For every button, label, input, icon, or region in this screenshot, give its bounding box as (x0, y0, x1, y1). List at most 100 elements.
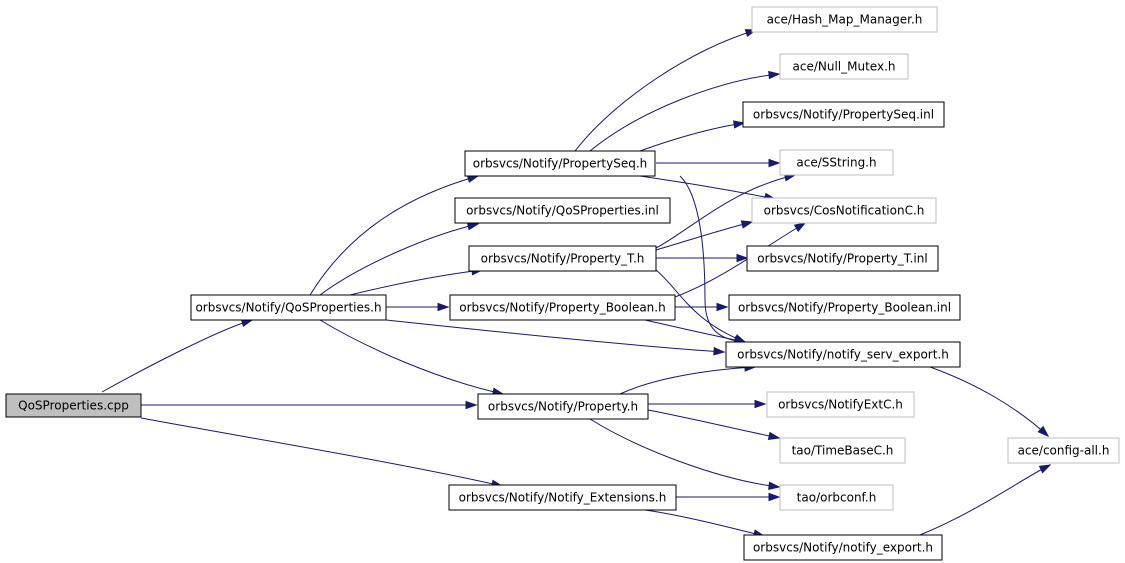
node-propbool-inl[interactable]: orbsvcs/Notify/Property_Boolean.inl (728, 294, 961, 321)
node-hashmap-h: ace/Hash_Map_Manager.h (751, 6, 938, 33)
edge-prop_h-to-notifyextc_h (647, 399, 767, 409)
node-propbool-h[interactable]: orbsvcs/Notify/Property_Boolean.h (449, 294, 676, 321)
edge-line (679, 175, 746, 343)
node-label: orbsvcs/Notify/Property_T.inl (757, 252, 927, 266)
edge-arrowhead (437, 302, 450, 312)
edge-prop_h-to-servexport_h (619, 363, 757, 395)
node-label: orbsvcs/Notify/notify_export.h (753, 541, 933, 555)
node-root[interactable]: QoSProperties.cpp (5, 393, 142, 418)
edge-line (644, 319, 746, 343)
edge-notifyexport_h-to-configall_h (919, 464, 1052, 536)
node-orbconf-h: tao/orbconf.h (779, 484, 894, 511)
node-box (5, 393, 142, 418)
node-prop-h[interactable]: orbsvcs/Notify/Property.h (477, 393, 649, 420)
node-box (742, 101, 945, 128)
node-box (779, 149, 894, 176)
edge-notifyext_h-to-notifyexport_h (644, 509, 766, 538)
edge-arrowhead (754, 399, 767, 409)
node-qosprops-inl[interactable]: orbsvcs/Notify/QoSProperties.inl (454, 197, 671, 224)
edge-arrowhead (466, 222, 480, 231)
edge-arrowhead (733, 120, 746, 129)
node-label: orbsvcs/NotifyExtC.h (778, 398, 903, 412)
node-box (779, 437, 906, 464)
node-box (449, 294, 676, 321)
edge-arrowhead (767, 431, 781, 440)
node-box (779, 484, 894, 511)
edge-arrowhead (768, 70, 781, 80)
node-box (725, 341, 961, 368)
node-box (468, 245, 657, 272)
edge-propT_h-to-propT_inl (655, 253, 749, 263)
node-configall-h: ace/config-all.h (1007, 437, 1120, 464)
edge-arrowhead (1037, 425, 1050, 438)
edge-line (319, 223, 479, 296)
node-label: tao/orbconf.h (797, 491, 877, 505)
node-servexport-h[interactable]: orbsvcs/Notify/notify_serv_export.h (725, 341, 961, 368)
edge-propbool_h-to-propbool_inl (674, 302, 729, 312)
edge-line (644, 509, 765, 537)
edge-prop_h-to-timebase_h (647, 409, 781, 440)
edge-line (589, 418, 780, 488)
node-label: orbsvcs/Notify/Property_Boolean.inl (738, 301, 951, 315)
edge-line (929, 366, 1049, 437)
edge-propT_h-to-cosnotif_h (655, 220, 754, 251)
edge-line (619, 366, 756, 395)
edge-line (639, 122, 745, 152)
edge-arrowhead (716, 302, 729, 312)
node-timebase-h: tao/TimeBaseC.h (779, 437, 906, 464)
edge-propseq_h-to-sstring_h (656, 158, 781, 168)
edge-line (319, 319, 504, 395)
edge-line (674, 222, 806, 298)
edge-line (647, 409, 780, 439)
edge-servexport_h-to-configall_h (929, 366, 1050, 438)
node-box (448, 484, 677, 511)
edge-propseq_h-to-hashmap_h (574, 29, 758, 152)
node-propT-inl[interactable]: orbsvcs/Notify/Property_T.inl (746, 245, 939, 272)
edge-arrowhead (1038, 464, 1052, 474)
edge-arrowhead (736, 253, 749, 263)
node-box (751, 6, 938, 33)
node-propT-h[interactable]: orbsvcs/Notify/Property_T.h (468, 245, 657, 272)
edge-propseq_h-to-nullmutex_h (589, 70, 781, 152)
node-label: orbsvcs/Notify/QoSProperties.h (195, 301, 381, 315)
node-label: ace/SString.h (796, 156, 876, 170)
edge-qosprops_h-to-servexport_h (385, 319, 726, 356)
edge-arrowhead (768, 492, 781, 502)
edge-propbool_h-to-servexport_h (644, 319, 747, 345)
edge-root-to-notifyext_h (140, 417, 504, 488)
node-box (728, 294, 961, 321)
node-qosprops-h[interactable]: orbsvcs/Notify/QoSProperties.h (190, 294, 387, 321)
node-propseq-h[interactable]: orbsvcs/Notify/PropertySeq.h (464, 150, 656, 177)
edge-line (919, 464, 1051, 536)
edge-line (639, 175, 776, 200)
edge-propbool_h-to-cosnotif_h (674, 222, 807, 298)
edge-line (574, 29, 757, 152)
node-label: ace/config-all.h (1018, 444, 1110, 458)
node-label: orbsvcs/Notify/Property.h (488, 400, 638, 414)
edge-arrowhead (713, 347, 726, 356)
node-box (1007, 437, 1120, 464)
edges-layer (101, 29, 1052, 538)
node-box (190, 294, 387, 321)
node-box (766, 391, 915, 418)
node-label: orbsvcs/CosNotificationC.h (764, 204, 925, 218)
node-notifyext-h[interactable]: orbsvcs/Notify/Notify_Extensions.h (448, 484, 677, 511)
node-box (751, 197, 937, 224)
edge-arrowhead (768, 481, 781, 490)
node-notifyexport-h[interactable]: orbsvcs/Notify/notify_export.h (743, 534, 943, 561)
node-notifyextc-h: orbsvcs/NotifyExtC.h (766, 391, 915, 418)
edge-line (101, 319, 253, 393)
edge-line (655, 221, 753, 251)
node-label: orbsvcs/Notify/Notify_Extensions.h (459, 491, 667, 505)
node-label: QoSProperties.cpp (18, 399, 129, 413)
edge-qosprops_h-to-propseq_h (309, 174, 480, 296)
node-cosnotif-h: orbsvcs/CosNotificationC.h (751, 197, 937, 224)
node-box (779, 53, 909, 80)
node-box (464, 150, 656, 177)
node-sstring-h: ace/SString.h (779, 149, 894, 176)
edge-qosprops_h-to-propbool_h (385, 302, 450, 312)
node-propseq-inl[interactable]: orbsvcs/Notify/PropertySeq.inl (742, 101, 945, 128)
edge-line (385, 319, 725, 353)
node-box (743, 534, 943, 561)
edge-line (140, 417, 503, 487)
